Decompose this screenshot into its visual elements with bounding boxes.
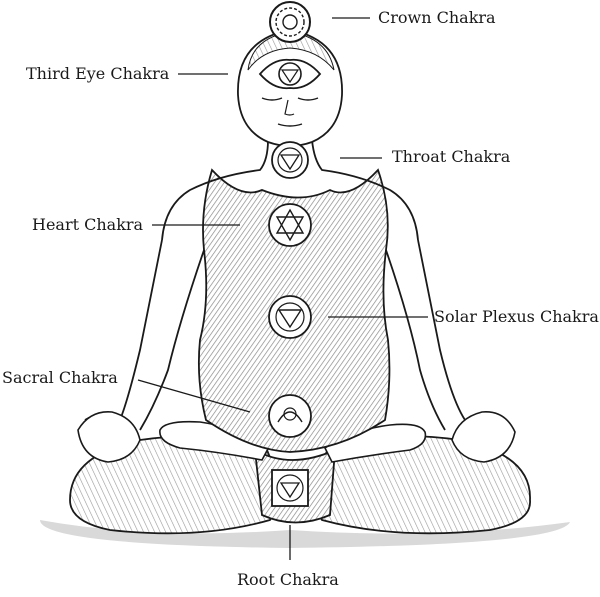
root-chakra-label: Root Chakra bbox=[237, 570, 339, 589]
crown-chakra-symbol bbox=[269, 1, 311, 43]
throat-chakra-symbol bbox=[271, 141, 309, 179]
heart-chakra-label: Heart Chakra bbox=[32, 215, 144, 234]
solar-plexus-chakra-label: Solar Plexus Chakra bbox=[434, 307, 599, 326]
leader-lines bbox=[137, 17, 428, 560]
third-eye-chakra-symbol bbox=[258, 58, 322, 90]
throat-chakra-label: Throat Chakra bbox=[392, 147, 511, 166]
feet bbox=[159, 420, 427, 463]
hands bbox=[77, 411, 516, 463]
root-chakra-symbol bbox=[271, 469, 309, 507]
ground-shadow bbox=[40, 520, 570, 548]
sacral-chakra-symbol bbox=[268, 394, 312, 438]
heart-chakra-symbol bbox=[268, 203, 312, 247]
crown-chakra-label: Crown Chakra bbox=[378, 8, 496, 27]
solar-plexus-chakra-symbol bbox=[268, 295, 312, 339]
third-eye-chakra-label: Third Eye Chakra bbox=[26, 64, 170, 83]
sacral-chakra-label: Sacral Chakra bbox=[2, 368, 118, 387]
